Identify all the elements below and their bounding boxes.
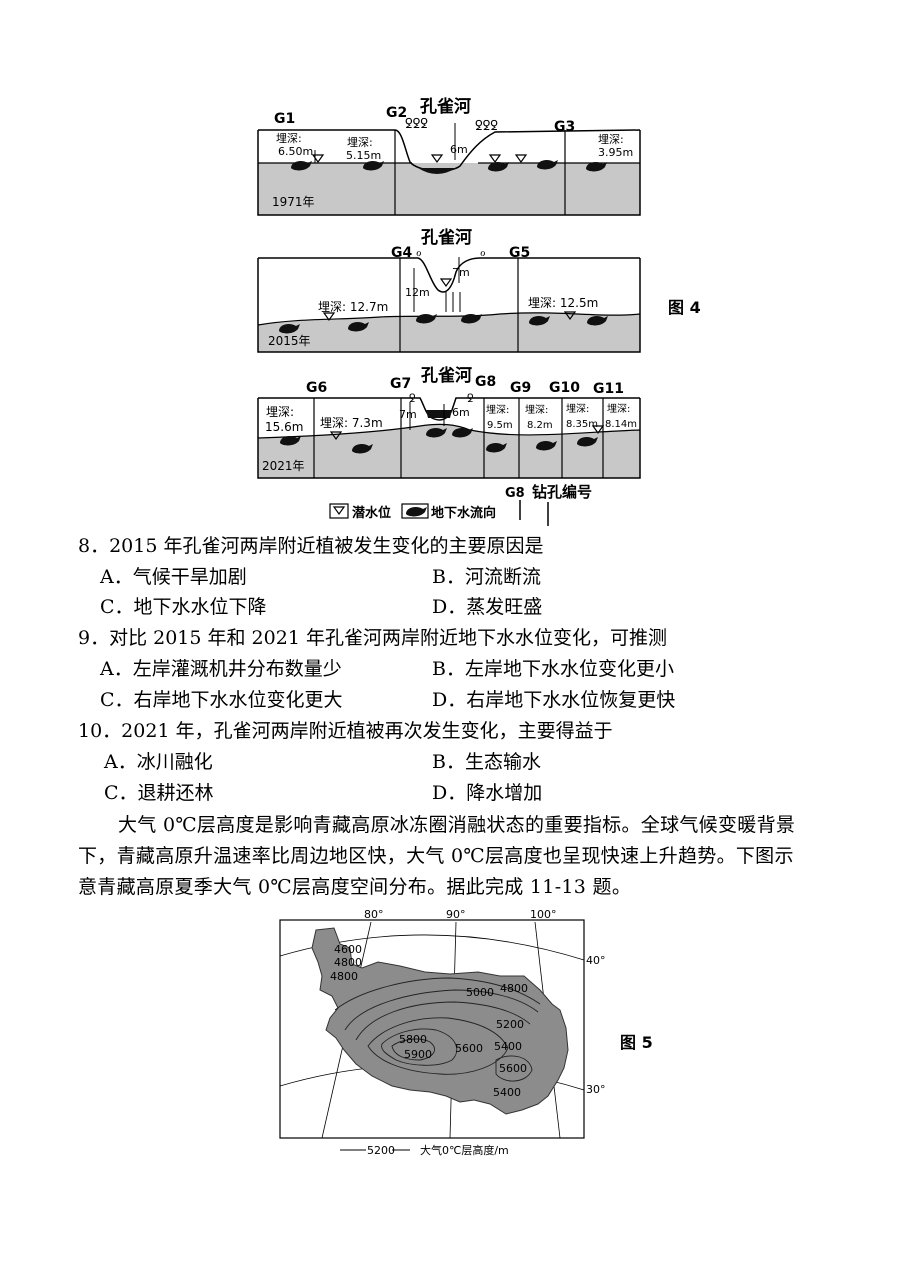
- legend-contour-value: 5200: [367, 1144, 395, 1157]
- left-depth: 埋深: 12.7m: [318, 300, 388, 314]
- q10-option-d: D．降水增加: [432, 782, 543, 804]
- figure-5: 80° 90° 100° 40° 30° 4600 4800 4800 4800…: [279, 908, 653, 1157]
- contour-label: 5000: [466, 986, 494, 999]
- river-depth: 7m: [452, 266, 470, 279]
- river-depth: 6m: [450, 143, 468, 156]
- panel-2015: ℴ ℴ G4 G5 孔雀河 12m 7m 埋深: 12.7m 埋深: 12.5m…: [257, 228, 701, 353]
- svg-text:ℴ: ℴ: [480, 245, 486, 259]
- well-g4: G4: [391, 245, 412, 261]
- depth-g7: 埋深: 7.3m: [320, 416, 383, 430]
- contour-label: 5400: [493, 1086, 521, 1099]
- lat-label: 30°: [586, 1083, 606, 1096]
- contour-label: 5400: [494, 1040, 522, 1053]
- year-label: 2021年: [262, 459, 305, 473]
- lon-label: 90°: [446, 908, 466, 921]
- depth-label: 埋深:: [276, 132, 302, 145]
- legend-flow: 地下水流向: [431, 505, 496, 521]
- well-g9: G9: [510, 380, 531, 396]
- contour-label: 5200: [496, 1018, 524, 1031]
- svg-text:ꝿ: ꝿ: [409, 392, 415, 405]
- well-g1: G1: [274, 111, 295, 127]
- paragraph-line-1: 大气 0℃层高度是影响青藏高原冰冻圈消融状态的重要指标。全球气候变暖背景: [118, 814, 796, 836]
- q10-option-b: B．生态输水: [432, 751, 541, 773]
- q8-option-b: B．河流断流: [432, 566, 541, 588]
- bank-depth: 12m: [405, 286, 430, 299]
- year-label: 1971年: [272, 195, 315, 209]
- q9-option-b: B．左岸地下水水位变化更小: [432, 658, 674, 680]
- well-g5: G5: [509, 245, 530, 261]
- question-8-stem: 8．2015 年孔雀河两岸附近植被发生变化的主要原因是: [78, 535, 544, 557]
- left-bank-depth: 7m: [399, 408, 417, 421]
- panel-2021: ꝿ ꝿ G6 G7 G8 G9 G10 G11 孔雀河 埋深: 15.6m 埋深…: [257, 366, 641, 479]
- contour-label: 4600: [334, 943, 362, 956]
- lat-label: 40°: [586, 954, 606, 967]
- contour-label: 4800: [330, 970, 358, 983]
- well-g8: G8: [475, 374, 496, 390]
- panel-1971: ꝿꝿꝿ ꝿꝿꝿ G1 G2 G3 孔雀河 埋深: 6.50m 埋深: 5.15m…: [257, 97, 641, 216]
- contour-label: 4800: [334, 956, 362, 969]
- depth-value: 9.5m: [487, 420, 513, 431]
- q9-option-c: C．右岸地下水水位变化更大: [100, 689, 343, 711]
- depth-label: 埋深:: [266, 405, 294, 419]
- depth-value: 5.15m: [346, 149, 381, 162]
- well-g6: G6: [306, 380, 327, 396]
- well-g3: G3: [554, 119, 575, 135]
- right-depth: 埋深: 12.5m: [528, 296, 598, 310]
- contour-label: 5600: [455, 1042, 483, 1055]
- depth-value: 8.2m: [527, 420, 553, 431]
- lon-label: 100°: [530, 908, 557, 921]
- depth-label: 埋深:: [486, 404, 509, 416]
- well-g11: G11: [593, 381, 624, 397]
- river-name-1971: 孔雀河: [420, 97, 471, 117]
- svg-text:ꝿ: ꝿ: [467, 392, 473, 405]
- question-9-stem: 9．对比 2015 年和 2021 年孔雀河两岸附近地下水水位变化，可推测: [78, 627, 667, 649]
- q8-option-d: D．蒸发旺盛: [432, 596, 543, 618]
- contour-label: 4800: [500, 982, 528, 995]
- q10-option-c: C．退耕还林: [104, 782, 214, 804]
- paragraph-line-3: 意青藏高原夏季大气 0℃层高度空间分布。据此完成 11-13 题。: [78, 876, 632, 898]
- well-g2: G2: [386, 105, 407, 121]
- depth-label: 埋深:: [347, 136, 373, 149]
- q9-option-a: A．左岸灌溉机井分布数量少: [100, 658, 342, 680]
- question-10-stem: 10．2021 年，孔雀河两岸附近植被再次发生变化，主要得益于: [78, 720, 613, 742]
- right-bank-depth: 6m: [452, 406, 470, 419]
- depth-value: 3.95m: [598, 146, 633, 159]
- figure-5-label: 图 5: [620, 1033, 653, 1052]
- contour-label: 5600: [499, 1062, 527, 1075]
- legend-well-code: G8: [505, 486, 525, 501]
- figure-4: ꝿꝿꝿ ꝿꝿꝿ G1 G2 G3 孔雀河 埋深: 6.50m 埋深: 5.15m…: [257, 97, 701, 526]
- river-name-2021: 孔雀河: [421, 366, 472, 386]
- q8-option-c: C．地下水水位下降: [100, 596, 267, 618]
- depth-value: 15.6m: [265, 420, 303, 434]
- lon-label: 80°: [364, 908, 384, 921]
- svg-text:ℴ: ℴ: [416, 245, 422, 259]
- q10-option-a: A．冰川融化: [104, 751, 213, 773]
- depth-value: 8.35m: [566, 419, 598, 430]
- legend-well-label: 钻孔编号: [532, 483, 592, 501]
- legend-contour-text: 大气0℃层高度/m: [420, 1143, 509, 1157]
- depth-label: 埋深:: [566, 403, 589, 415]
- paragraph-line-2: 下，青藏高原升温速率比周边地区快，大气 0℃层高度也呈现快速上升趋势。下图示: [78, 845, 794, 867]
- figure-4-label: 图 4: [668, 298, 701, 317]
- well-g10: G10: [549, 380, 580, 396]
- contour-label: 5800: [399, 1033, 427, 1046]
- depth-label: 埋深:: [607, 403, 630, 415]
- depth-label: 埋深:: [525, 404, 548, 416]
- q8-option-a: A．气候干旱加剧: [100, 566, 247, 588]
- year-label: 2015年: [268, 334, 311, 348]
- contour-label: 5900: [404, 1048, 432, 1061]
- well-g7: G7: [390, 376, 411, 392]
- river-name-2015: 孔雀河: [421, 228, 472, 248]
- svg-text:ꝿꝿꝿ: ꝿꝿꝿ: [405, 117, 428, 132]
- legend-water-table: 潜水位: [352, 505, 391, 521]
- figure-4-legend: 潜水位 地下水流向 G8 钻孔编号: [329, 483, 592, 526]
- depth-label: 埋深:: [598, 133, 624, 146]
- svg-text:ꝿꝿꝿ: ꝿꝿꝿ: [475, 119, 498, 134]
- q9-option-d: D．右岸地下水水位恢复更快: [432, 689, 676, 711]
- depth-value: 8.14m: [605, 419, 637, 430]
- depth-value: 6.50m: [278, 145, 313, 158]
